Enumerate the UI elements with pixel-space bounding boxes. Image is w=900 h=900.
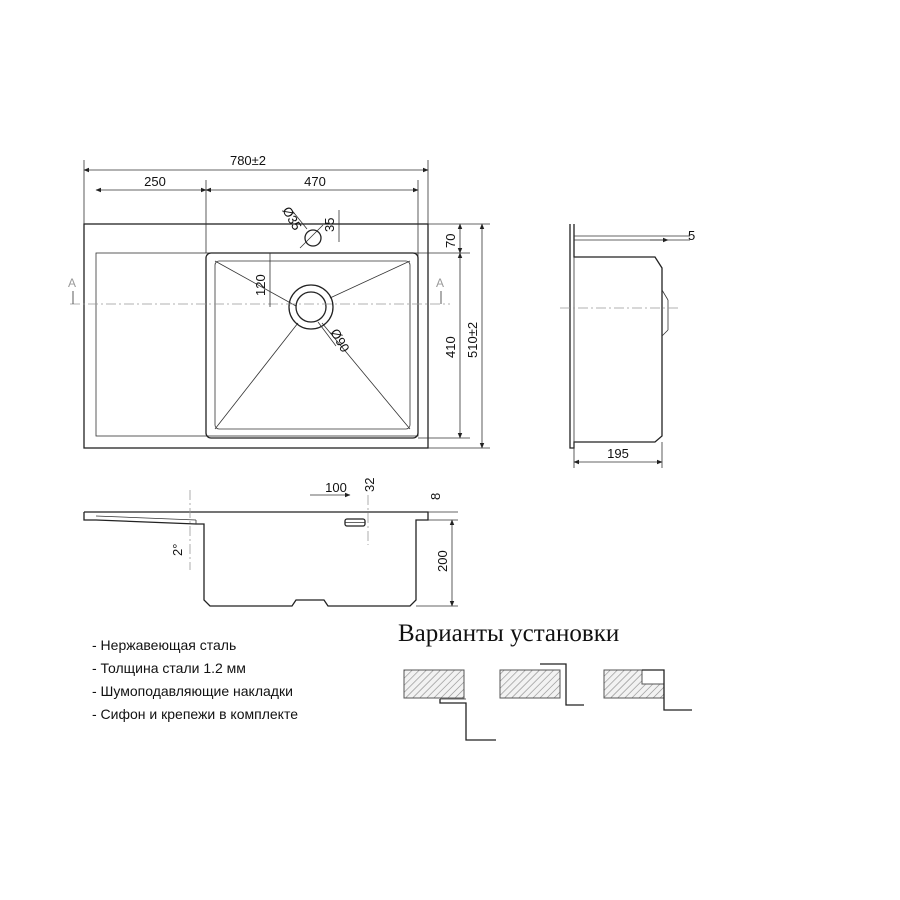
bowl-front-offset-label: 70 bbox=[443, 234, 458, 248]
overflow-width-label: 100 bbox=[325, 480, 347, 495]
drain-dia-label: Ø90 bbox=[327, 326, 352, 355]
overall-length-label: 510±2 bbox=[465, 322, 480, 358]
depth-label: 195 bbox=[607, 446, 629, 461]
feature-item: - Сифон и крепежи в комплекте bbox=[92, 706, 298, 722]
feature-item: - Нержавеющая сталь bbox=[92, 637, 236, 653]
tap-hole bbox=[304, 229, 322, 247]
drain-circle bbox=[288, 284, 334, 330]
bowl-outline bbox=[205, 252, 419, 439]
overflow-offset-label: 32 bbox=[362, 478, 377, 492]
overall-width-label: 780±2 bbox=[230, 153, 266, 168]
feature-item: - Толщина стали 1.2 мм bbox=[92, 660, 246, 676]
bowl-depth-label: 200 bbox=[435, 550, 450, 572]
tap-hole-offset-label: 35 bbox=[322, 218, 337, 232]
variant-undermount bbox=[603, 669, 692, 711]
bowl-length-label: 410 bbox=[443, 336, 458, 358]
front-view: 2° 100 32 8 200 bbox=[83, 478, 458, 607]
features-list: - Нержавеющая сталь - Толщина стали 1.2 … bbox=[92, 637, 298, 722]
bowl-width-label: 470 bbox=[304, 174, 326, 189]
front-profile bbox=[83, 511, 429, 607]
left-width-label: 250 bbox=[144, 174, 166, 189]
side-view: 5 195 bbox=[560, 224, 695, 468]
lip-height-label: 5 bbox=[688, 228, 695, 243]
tap-hole-dia-label: Ø35 bbox=[279, 204, 304, 233]
feature-item: - Шумоподавляющие накладки bbox=[92, 683, 293, 699]
section-mark-left: A bbox=[68, 276, 76, 290]
top-view: A A 780±2 250 470 Ø35 35 120 Ø90 bbox=[68, 153, 490, 449]
installation-variants: Варианты установки bbox=[398, 620, 692, 741]
sink-outline bbox=[83, 223, 429, 449]
section-mark-right: A bbox=[436, 276, 444, 290]
variant-flush bbox=[499, 663, 584, 706]
slope-label: 2° bbox=[170, 544, 185, 556]
rim-thickness-label: 8 bbox=[428, 493, 443, 500]
installation-title: Варианты установки bbox=[398, 620, 619, 647]
side-profile bbox=[569, 224, 663, 449]
variant-overmount bbox=[403, 669, 496, 741]
drain-offset-label: 120 bbox=[253, 274, 268, 296]
